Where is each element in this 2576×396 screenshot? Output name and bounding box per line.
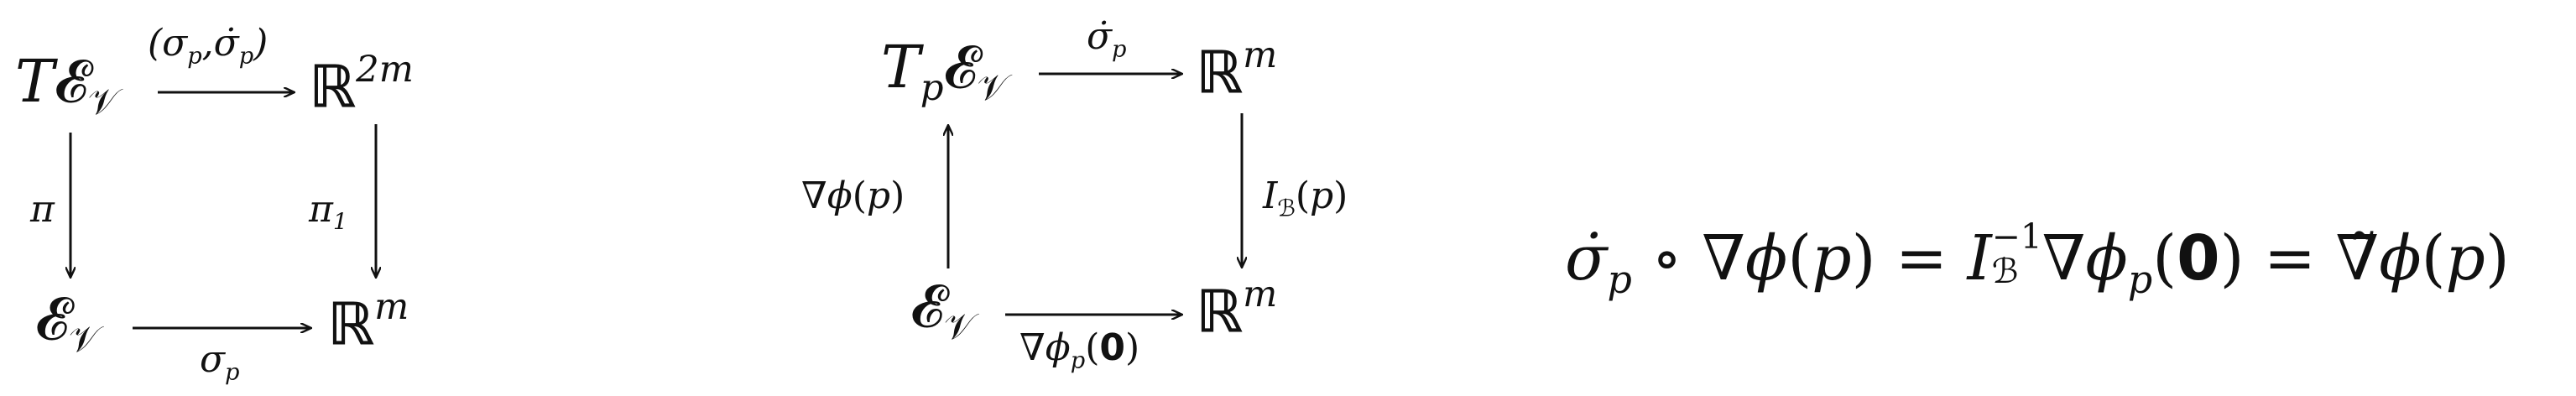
d1-top-right-node: ℝ2m [309,49,414,122]
d1-right-arrow-label: π1 [309,188,348,236]
d2-bottom-left-node: 𝓔𝒱 [910,272,975,349]
d1-bottom-right-node: ℝm [327,286,409,359]
d1-bottom-left-node: 𝓔𝒱 [35,284,100,362]
d1-top-arrow-label: (σp,σ̇p) [148,22,269,70]
d2-top-right-node: ℝm [1196,34,1278,107]
d2-bottom-right-node: ℝm [1196,274,1278,346]
d2-bottom-arrow-label: ∇ϕp(0) [1019,326,1140,374]
d2-right-arrow-label: Iℬ(p) [1263,175,1348,222]
d2-top-left-node: Tp𝓔𝒱 [881,33,1008,110]
d1-left-arrow-label: π [30,188,55,231]
d1-top-left-node: T𝓔𝒱 [15,47,118,124]
d2-left-arrow-label: ∇ϕ(p) [801,175,905,217]
d2-top-arrow-label: σ̇p [1087,15,1127,63]
d1-bottom-arrow-label: σp [200,338,240,386]
